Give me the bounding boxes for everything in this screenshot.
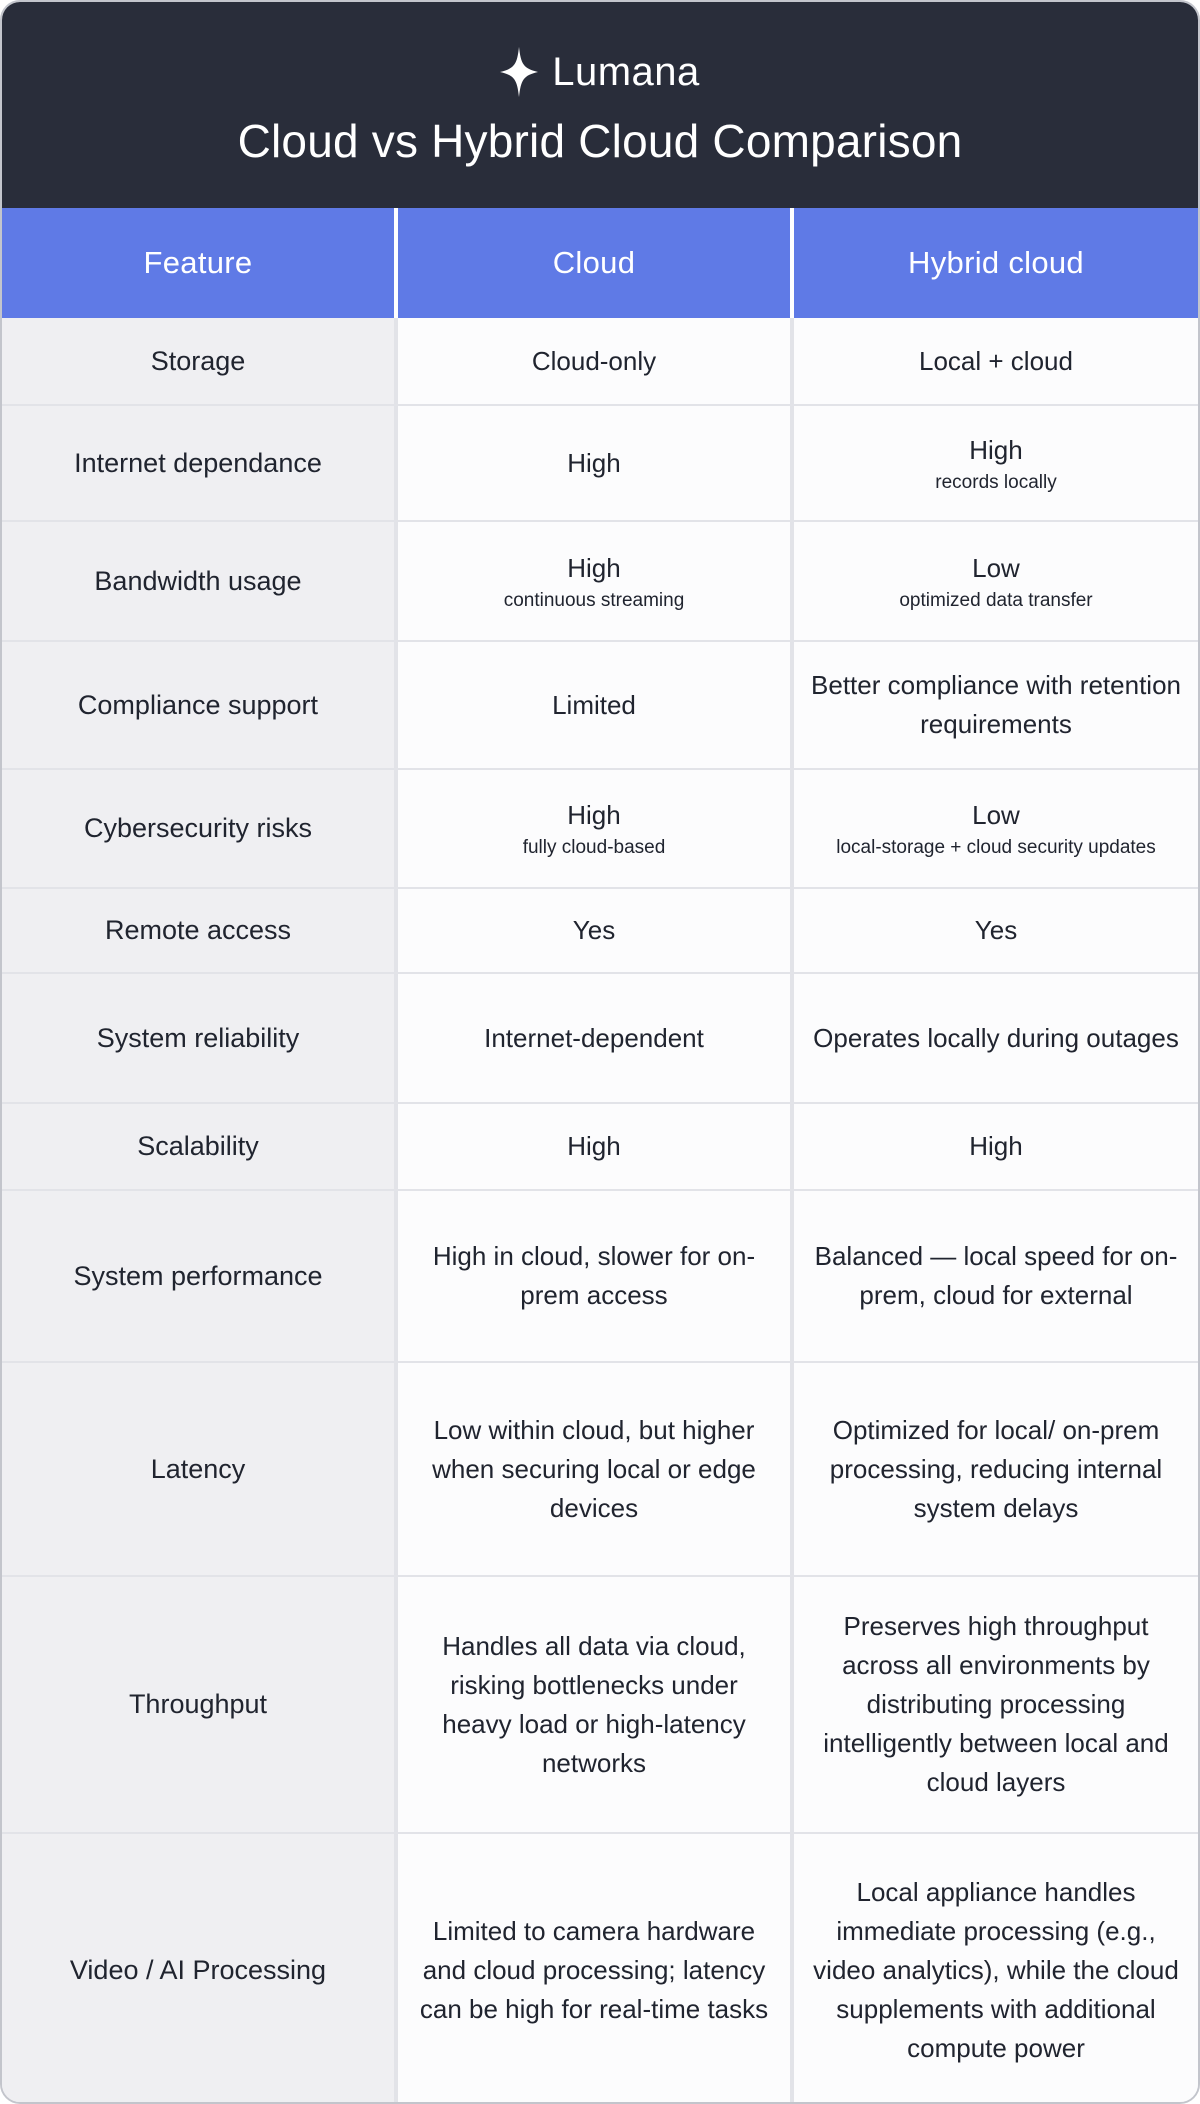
hybrid-value: High bbox=[969, 1131, 1023, 1161]
cloud-cell: Internet-dependent bbox=[398, 974, 790, 1102]
hybrid-cell: Local appliance handles immediate proces… bbox=[794, 1834, 1198, 2102]
hybrid-cell: High bbox=[794, 1104, 1198, 1189]
table-row: Storage Cloud-only Local + cloud bbox=[2, 318, 1198, 404]
feature-label: System performance bbox=[73, 1260, 323, 1291]
cloud-value-note: fully cloud-based bbox=[522, 837, 666, 859]
hybrid-value-note: local-storage + cloud security updates bbox=[836, 837, 1156, 859]
table-row: Latency Low within cloud, but higher when… bbox=[2, 1361, 1198, 1575]
hybrid-cell: High records locally bbox=[794, 406, 1198, 520]
column-header-feature: Feature bbox=[2, 208, 394, 318]
feature-cell: Internet dependance bbox=[2, 406, 394, 520]
hybrid-cell: Local + cloud bbox=[794, 318, 1198, 404]
cloud-value: High bbox=[567, 1131, 621, 1161]
hybrid-value: Local + cloud bbox=[919, 345, 1073, 376]
feature-label: Internet dependance bbox=[74, 447, 322, 478]
table-row: Compliance support Limited Better complian… bbox=[2, 640, 1198, 768]
hybrid-cell: Operates locally during outages bbox=[794, 974, 1198, 1102]
cloud-cell: High continuous streaming bbox=[398, 522, 790, 640]
hybrid-cell: Low optimized data transfer bbox=[794, 522, 1198, 640]
hybrid-cell: Yes bbox=[794, 889, 1198, 972]
hybrid-cell: Optimized for local/ on-prem processing,… bbox=[794, 1363, 1198, 1575]
hybrid-value: Low bbox=[972, 800, 1020, 831]
cloud-value: Low within cloud, but higher when securi… bbox=[432, 1414, 756, 1523]
cloud-cell: High in cloud, slower for on-prem access bbox=[398, 1191, 790, 1361]
feature-cell: Scalability bbox=[2, 1104, 394, 1189]
cloud-value: Handles all data via cloud, risking bott… bbox=[442, 1630, 746, 1778]
cloud-value: Limited to camera hardware and cloud pro… bbox=[419, 1915, 769, 2024]
cloud-cell: High bbox=[398, 406, 790, 520]
hybrid-value: High bbox=[969, 434, 1023, 465]
brand: Lumana bbox=[500, 46, 700, 98]
hybrid-cell: Low local-storage + cloud security update… bbox=[794, 770, 1198, 887]
feature-label: Compliance support bbox=[77, 689, 319, 720]
cloud-value-note: continuous streaming bbox=[503, 589, 685, 611]
column-header-hybrid-cloud: Hybrid cloud bbox=[794, 208, 1198, 318]
table-row: Video / AI Processing Limited to camera h… bbox=[2, 1832, 1198, 2102]
cloud-value: High bbox=[567, 447, 621, 478]
sparkle-icon bbox=[500, 46, 539, 98]
table-row: Internet dependance High High records local… bbox=[2, 404, 1198, 520]
feature-cell: Remote access bbox=[2, 889, 394, 972]
cloud-value: Cloud-only bbox=[531, 345, 657, 376]
feature-label: System reliability bbox=[96, 1022, 300, 1053]
table-row: Throughput Handles all data via cloud, ri… bbox=[2, 1575, 1198, 1832]
hybrid-value: Better compliance with retention require… bbox=[811, 670, 1181, 739]
feature-cell: System performance bbox=[2, 1191, 394, 1361]
hybrid-value-note: optimized data transfer bbox=[899, 589, 1093, 611]
feature-label: Storage bbox=[150, 345, 246, 376]
feature-cell: Cybersecurity risks bbox=[2, 770, 394, 887]
table-row: System reliability Internet-dependent Oper… bbox=[2, 972, 1198, 1102]
hybrid-value: Balanced — local speed for on-prem, clou… bbox=[814, 1241, 1178, 1310]
hybrid-value: Local appliance handles immediate proces… bbox=[813, 1876, 1179, 2063]
hybrid-cell: Preserves high throughput across all env… bbox=[794, 1577, 1198, 1832]
feature-label: Video / AI Processing bbox=[69, 1954, 327, 1985]
hybrid-value: Low bbox=[972, 552, 1020, 583]
feature-label: Cybersecurity risks bbox=[83, 813, 313, 844]
cloud-cell: Limited bbox=[398, 642, 790, 768]
header: Lumana Cloud vs Hybrid Cloud Comparison bbox=[2, 2, 1198, 208]
table-header-row: Feature Cloud Hybrid cloud bbox=[2, 208, 1198, 318]
table-row: Remote access Yes Yes bbox=[2, 887, 1198, 972]
cloud-value: High in cloud, slower for on-prem access bbox=[432, 1241, 756, 1310]
brand-name: Lumana bbox=[552, 50, 700, 94]
hybrid-value: Optimized for local/ on-prem processing,… bbox=[829, 1414, 1163, 1523]
table-row: Scalability High High bbox=[2, 1102, 1198, 1189]
feature-cell: System reliability bbox=[2, 974, 394, 1102]
feature-label: Remote access bbox=[104, 915, 292, 946]
cloud-cell: High fully cloud-based bbox=[398, 770, 790, 887]
cloud-cell: Cloud-only bbox=[398, 318, 790, 404]
cloud-cell: Limited to camera hardware and cloud pro… bbox=[398, 1834, 790, 2102]
table-row: Cybersecurity risks High fully cloud-based… bbox=[2, 768, 1198, 887]
cloud-value: High bbox=[567, 800, 621, 831]
feature-label: Bandwidth usage bbox=[94, 565, 302, 596]
feature-cell: Storage bbox=[2, 318, 394, 404]
feature-cell: Throughput bbox=[2, 1577, 394, 1832]
cloud-cell: Low within cloud, but higher when securi… bbox=[398, 1363, 790, 1575]
feature-label: Throughput bbox=[128, 1689, 268, 1720]
cloud-cell: Handles all data via cloud, risking bott… bbox=[398, 1577, 790, 1832]
feature-cell: Bandwidth usage bbox=[2, 522, 394, 640]
hybrid-value: Operates locally during outages bbox=[813, 1022, 1179, 1053]
hybrid-cell: Better compliance with retention require… bbox=[794, 642, 1198, 768]
hybrid-value: Yes bbox=[974, 915, 1018, 945]
hybrid-value: Preserves high throughput across all env… bbox=[823, 1611, 1169, 1797]
feature-cell: Latency bbox=[2, 1363, 394, 1575]
feature-label: Scalability bbox=[137, 1131, 259, 1162]
column-header-cloud: Cloud bbox=[398, 208, 790, 318]
page-title: Cloud vs Hybrid Cloud Comparison bbox=[237, 115, 963, 167]
feature-cell: Compliance support bbox=[2, 642, 394, 768]
cloud-cell: Yes bbox=[398, 889, 790, 972]
hybrid-value-note: records locally bbox=[935, 471, 1057, 493]
cloud-cell: High bbox=[398, 1104, 790, 1189]
feature-cell: Video / AI Processing bbox=[2, 1834, 394, 2102]
cloud-value: High bbox=[567, 552, 621, 583]
table-row: System performance High in cloud, slower … bbox=[2, 1189, 1198, 1361]
hybrid-cell: Balanced — local speed for on-prem, clou… bbox=[794, 1191, 1198, 1361]
cloud-value: Yes bbox=[572, 915, 616, 945]
cloud-value: Limited bbox=[552, 689, 636, 720]
feature-label: Latency bbox=[150, 1453, 246, 1484]
cloud-value: Internet-dependent bbox=[484, 1022, 704, 1053]
table-row: Bandwidth usage High continuous streaming L… bbox=[2, 520, 1198, 640]
